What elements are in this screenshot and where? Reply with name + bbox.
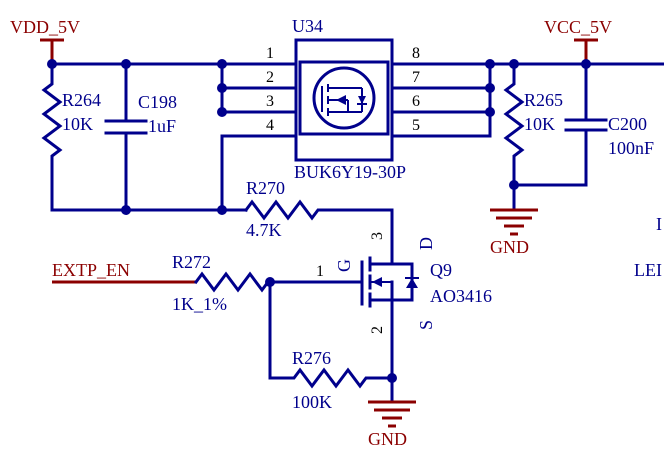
r264-ref-label: R264 bbox=[62, 90, 101, 110]
vcc-5v-label: VCC_5V bbox=[544, 17, 612, 37]
c200-value-label: 100nF bbox=[608, 138, 654, 158]
c198-ref-label: C198 bbox=[138, 92, 177, 112]
q9-s-label: S bbox=[416, 320, 436, 330]
gnd-bottom-symbol: GND bbox=[368, 376, 416, 449]
r276-ref-label: R276 bbox=[292, 348, 331, 368]
u34-mosfet-ic: U34 BUK6Y19-30P 1 2 3 4 8 7 6 5 bbox=[266, 16, 420, 182]
u34-pin-7: 7 bbox=[412, 69, 420, 86]
q9-part-label: AO3416 bbox=[430, 286, 492, 306]
u34-ref-label: U34 bbox=[292, 16, 323, 36]
r265-value-label: 10K bbox=[524, 114, 555, 134]
extp-en-net: EXTP_EN bbox=[52, 260, 196, 284]
u34-pin-5: 5 bbox=[412, 117, 420, 134]
c198-capacitor: C198 1uF bbox=[104, 62, 177, 212]
u34-pin-4: 4 bbox=[266, 117, 274, 134]
vdd-5v-power-symbol: VDD_5V bbox=[10, 17, 80, 64]
r270-resistor: R270 4.7K bbox=[243, 178, 394, 258]
r264-resistor: R264 10K bbox=[41, 62, 101, 212]
q9-d-label: D bbox=[416, 237, 436, 250]
r265-ref-label: R265 bbox=[524, 90, 563, 110]
c200-ref-label: C200 bbox=[608, 114, 647, 134]
r276-value-label: 100K bbox=[292, 392, 332, 412]
r276-resistor: R276 100K bbox=[268, 280, 394, 412]
clipped-label-2: LEI bbox=[634, 260, 662, 280]
r270-ref-label: R270 bbox=[246, 178, 285, 198]
r272-ref-label: R272 bbox=[172, 252, 211, 272]
q9-pin-s-number: 2 bbox=[369, 326, 386, 334]
q9-g-label: G bbox=[334, 259, 354, 272]
u34-pin-3: 3 bbox=[266, 93, 274, 110]
r272-value-label: 1K_1% bbox=[172, 294, 227, 314]
u34-pin-8: 8 bbox=[412, 45, 420, 62]
r264-value-label: 10K bbox=[62, 114, 93, 134]
vdd-5v-label: VDD_5V bbox=[10, 17, 80, 37]
r265-resistor: R265 10K bbox=[503, 62, 563, 187]
clipped-label-1: I bbox=[656, 214, 662, 234]
gnd-right-label: GND bbox=[490, 237, 529, 257]
c198-value-label: 1uF bbox=[148, 116, 176, 136]
q9-pin-g-number: 1 bbox=[316, 263, 324, 280]
q9-mosfet: 1 3 2 G D S Q9 AO3416 bbox=[316, 232, 492, 380]
r270-value-label: 4.7K bbox=[246, 220, 282, 240]
c200-capacitor: C200 100nF bbox=[564, 62, 654, 187]
top-rail-wires bbox=[50, 62, 664, 212]
q9-ref-label: Q9 bbox=[430, 260, 452, 280]
extp-en-label: EXTP_EN bbox=[52, 260, 130, 280]
q9-pin-d-number: 3 bbox=[369, 232, 386, 240]
gnd-right-symbol: GND bbox=[490, 208, 538, 257]
u34-pin-1: 1 bbox=[266, 45, 274, 62]
u34-pin-2: 2 bbox=[266, 69, 274, 86]
u34-part-label: BUK6Y19-30P bbox=[294, 162, 406, 182]
junction-dots bbox=[47, 59, 591, 383]
gnd-bottom-label: GND bbox=[368, 429, 407, 449]
u34-pin-6: 6 bbox=[412, 93, 420, 110]
vcc-5v-power-symbol: VCC_5V bbox=[544, 17, 612, 64]
